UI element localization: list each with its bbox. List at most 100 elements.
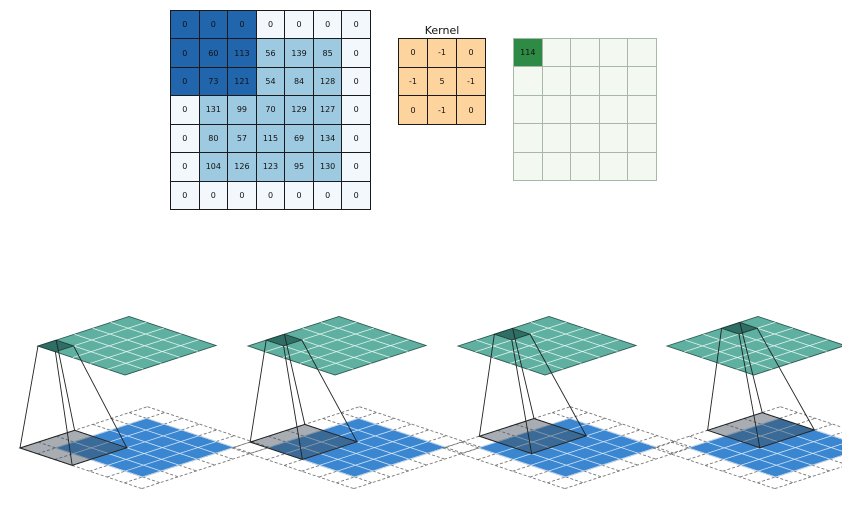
input-cell-1-4: 139 bbox=[285, 39, 314, 68]
input-gridline bbox=[337, 441, 429, 472]
input-cell-0-1: 0 bbox=[199, 11, 229, 40]
input-gridline bbox=[533, 429, 621, 460]
input-gridline bbox=[706, 441, 794, 472]
output-cell-2-1 bbox=[542, 95, 572, 125]
kernel-title: Kernel bbox=[424, 24, 460, 37]
output-cell-2-4 bbox=[628, 95, 657, 125]
padding-gridline bbox=[147, 406, 270, 448]
kernel-cell-0-2: 0 bbox=[457, 39, 486, 68]
input-cell-4-5: 134 bbox=[313, 124, 343, 154]
output-gridline bbox=[703, 333, 791, 364]
output-gridline bbox=[685, 339, 773, 370]
output-cell-4-0 bbox=[514, 152, 543, 181]
input-gridline bbox=[55, 418, 147, 449]
output-cell-3-3 bbox=[599, 124, 629, 153]
input-gridline bbox=[569, 418, 657, 448]
output-cell-4-1 bbox=[542, 152, 572, 181]
projection-line bbox=[512, 328, 535, 419]
padding-gridline bbox=[442, 447, 565, 490]
input-cell-0-4: 0 bbox=[285, 11, 314, 40]
output-gridline bbox=[527, 339, 619, 370]
output-gridline bbox=[74, 333, 162, 364]
input-cell-2-1: 73 bbox=[199, 67, 229, 97]
projection-line bbox=[301, 339, 358, 443]
kernel-cell-0-1: -1 bbox=[428, 39, 457, 68]
input-cell-3-1: 131 bbox=[199, 96, 229, 125]
output-gridline bbox=[492, 327, 584, 358]
padding-gridline bbox=[141, 446, 270, 490]
output-cell-1-3 bbox=[599, 67, 629, 96]
input-gridline bbox=[107, 435, 199, 466]
input-cell-2-6: 0 bbox=[342, 67, 371, 97]
projection-line bbox=[283, 345, 303, 460]
output-cell-0-3 bbox=[599, 39, 629, 68]
input-cell-3-6: 0 bbox=[342, 96, 371, 125]
input-cell-6-3: 0 bbox=[256, 181, 286, 210]
input-gridline bbox=[548, 441, 640, 472]
kernel-cell-2-0: 0 bbox=[399, 96, 428, 125]
input-cell-1-1: 60 bbox=[199, 39, 229, 68]
projection-line bbox=[529, 333, 587, 437]
input-gridline bbox=[354, 447, 446, 478]
output-gridline bbox=[701, 327, 793, 358]
output-cell-0-4 bbox=[628, 39, 657, 68]
output-plane bbox=[246, 316, 428, 376]
input-cell-4-1: 80 bbox=[199, 124, 229, 154]
input-cell-2-3: 54 bbox=[256, 67, 286, 97]
output-cell-0-1 bbox=[542, 39, 572, 68]
input-cell-6-2: 0 bbox=[228, 181, 257, 210]
output-cell-3-0 bbox=[514, 124, 543, 153]
output-gridline bbox=[302, 327, 390, 358]
projection-line bbox=[738, 334, 761, 448]
padding-gridline bbox=[780, 406, 842, 428]
input-cell-4-6: 0 bbox=[342, 124, 371, 154]
padding-gridline bbox=[353, 446, 482, 490]
kernel-cell-1-1: 5 bbox=[428, 67, 457, 97]
output-cell-2-3 bbox=[599, 95, 629, 125]
input-image-plane bbox=[477, 417, 658, 478]
input-gridline bbox=[319, 435, 411, 466]
input-gridline bbox=[340, 423, 428, 454]
input-gridline bbox=[125, 441, 217, 472]
input-gridline bbox=[358, 418, 446, 448]
output-cell-1-4 bbox=[628, 67, 657, 96]
output-gridline bbox=[282, 327, 374, 358]
output-plane bbox=[36, 316, 218, 376]
output-cell-1-1 bbox=[542, 67, 572, 96]
input-cell-0-3: 0 bbox=[256, 11, 286, 40]
output-plane bbox=[456, 316, 638, 376]
projection-line bbox=[511, 339, 533, 454]
output-cell-0-2 bbox=[571, 39, 600, 68]
input-cell-2-5: 128 bbox=[313, 67, 343, 97]
input-cell-5-4: 95 bbox=[285, 153, 314, 182]
input-gridline bbox=[128, 423, 216, 454]
kernel-cell-0-0: 0 bbox=[399, 39, 428, 68]
input-cell-5-3: 123 bbox=[256, 153, 286, 182]
input-gridline bbox=[110, 429, 198, 460]
input-cell-3-3: 70 bbox=[256, 96, 286, 125]
output-gridline bbox=[300, 333, 392, 364]
input-gridline bbox=[740, 435, 832, 466]
input-cell-6-6: 0 bbox=[342, 181, 371, 210]
input-gridline bbox=[72, 423, 165, 455]
output-gridline bbox=[530, 322, 618, 352]
input-cell-5-2: 126 bbox=[228, 153, 257, 182]
input-gridline bbox=[758, 443, 842, 472]
input-cell-1-3: 56 bbox=[256, 39, 286, 68]
output-gridline bbox=[107, 339, 199, 370]
input-cell-1-0: 0 bbox=[171, 39, 200, 68]
input-cell-5-1: 104 bbox=[199, 153, 229, 182]
output-gridline bbox=[317, 339, 409, 370]
padding-gridline bbox=[359, 406, 482, 448]
output-cell-2-2 bbox=[571, 95, 600, 125]
input-cell-1-2: 113 bbox=[228, 39, 257, 68]
projection-line bbox=[739, 322, 763, 413]
kernel-cell-2-1: -1 bbox=[428, 96, 457, 125]
input-cell-3-2: 99 bbox=[228, 96, 257, 125]
output-gridline bbox=[92, 327, 180, 358]
input-cell-6-1: 0 bbox=[199, 181, 229, 210]
projection-line bbox=[707, 328, 723, 431]
output-gridline bbox=[719, 333, 811, 364]
output-cell-3-4 bbox=[628, 124, 657, 153]
